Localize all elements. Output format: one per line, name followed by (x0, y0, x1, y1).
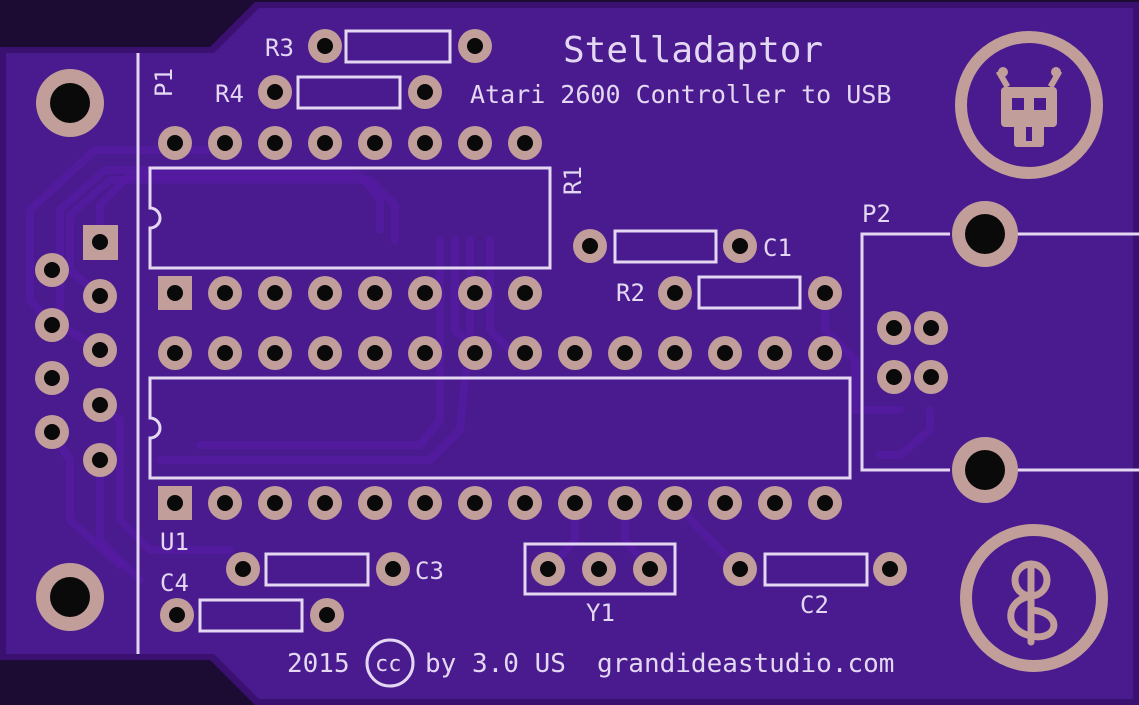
label-c4: C4 (160, 569, 189, 597)
p1-pad (83, 279, 117, 313)
ic-pad (558, 486, 592, 520)
ic-pad (558, 336, 592, 370)
ic-r1-outline (148, 166, 552, 270)
label-r1: R1 (559, 166, 587, 195)
ic-pad (358, 486, 392, 520)
label-c2: C2 (800, 591, 829, 619)
resistor-r4 (258, 75, 442, 110)
ic-pad (508, 126, 542, 160)
p1-pad (35, 415, 69, 449)
label-p1: P1 (150, 68, 178, 97)
ic-pad (458, 486, 492, 520)
p1-pad (35, 308, 69, 342)
ic-pad (358, 276, 392, 310)
grand-idea-studio-logo (960, 524, 1108, 672)
ic-pad (258, 336, 292, 370)
p1-pads (35, 225, 118, 477)
ic-pad (658, 486, 692, 520)
p1-mounting-hole-top (36, 69, 104, 137)
ic-pad (258, 126, 292, 160)
cc-badge-text: cc (375, 652, 402, 677)
label-r4: R4 (215, 80, 244, 108)
ic-pad (308, 276, 342, 310)
r1-top-pads (158, 126, 542, 160)
ic-pad (408, 336, 442, 370)
ic-pad (258, 276, 292, 310)
label-u1: U1 (160, 528, 189, 556)
pin1-pad (158, 276, 192, 310)
label-c3: C3 (415, 557, 444, 585)
p1-pad (83, 333, 117, 367)
ic-pad (308, 126, 342, 160)
label-r2: R2 (616, 279, 645, 307)
p1-mounting-hole-bottom (36, 563, 104, 631)
ic-pad (608, 486, 642, 520)
robot-skull-logo (955, 31, 1103, 179)
label-p2: P2 (862, 200, 891, 228)
ic-pad (258, 486, 292, 520)
ic-pad (158, 126, 192, 160)
ic-pad (508, 486, 542, 520)
ic-pad (458, 336, 492, 370)
resistor-r3 (308, 29, 492, 64)
ic-pad (508, 336, 542, 370)
ic-pad (408, 126, 442, 160)
creative-commons-icon: cc (365, 638, 415, 688)
ic-pad (758, 486, 792, 520)
u1-top-pads (158, 336, 842, 370)
ic-pad (208, 336, 242, 370)
p1-pad (83, 443, 117, 477)
ic-pad (658, 336, 692, 370)
ic-pad (408, 486, 442, 520)
ic-pad (358, 126, 392, 160)
ic-pad (308, 336, 342, 370)
u1-bottom-pads (158, 486, 842, 520)
ic-pad (458, 276, 492, 310)
footer-license: by 3.0 US (425, 649, 566, 679)
ic-pad (708, 336, 742, 370)
footer-website: grandideastudio.com (597, 649, 894, 679)
ic-pad (158, 336, 192, 370)
ic-pad (208, 486, 242, 520)
ic-pad (458, 126, 492, 160)
label-c1: C1 (763, 234, 792, 262)
ic-u1-outline (148, 376, 852, 480)
ic-pad (208, 276, 242, 310)
p1-pad (35, 361, 69, 395)
ic-pad (808, 336, 842, 370)
pin1-pad (158, 486, 192, 520)
ic-pad (408, 276, 442, 310)
capacitor-c4 (160, 598, 344, 633)
crystal-y1 (523, 542, 677, 596)
ic-pad (308, 486, 342, 520)
ic-pad (508, 276, 542, 310)
capacitor-c2 (723, 552, 907, 587)
ic-pad (808, 486, 842, 520)
label-y1: Y1 (586, 599, 615, 627)
board-title: Stelladaptor (563, 30, 823, 71)
ic-pad (708, 486, 742, 520)
footer-year: 2015 (287, 649, 350, 679)
ic-pad (758, 336, 792, 370)
capacitor-c3 (226, 552, 410, 587)
label-r3: R3 (265, 34, 294, 62)
r1-bottom-pads (158, 276, 542, 310)
p1-pad (35, 253, 69, 287)
p2-usb-connector (860, 201, 1139, 503)
resistor-r2 (658, 275, 842, 310)
p1-pad (83, 388, 117, 422)
ic-pad (358, 336, 392, 370)
ic-pad (208, 126, 242, 160)
p1-pad-hole (92, 234, 108, 250)
board-subtitle: Atari 2600 Controller to USB (470, 80, 891, 109)
capacitor-c1 (573, 229, 757, 264)
ic-pad (608, 336, 642, 370)
